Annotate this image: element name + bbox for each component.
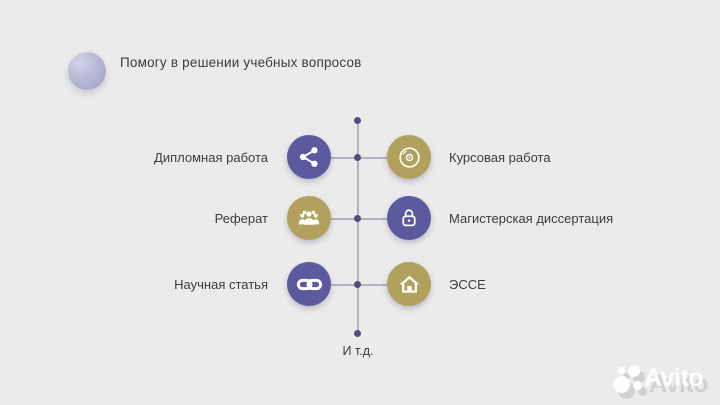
share-icon	[296, 144, 322, 170]
timeline-dot	[354, 117, 361, 124]
service-node-article	[287, 262, 331, 306]
service-label-master-thesis: Магистерская диссертация	[449, 211, 614, 226]
etc-label: И т.д.	[342, 344, 374, 358]
avito-logo-dot	[628, 365, 640, 377]
service-node-master-thesis	[387, 196, 431, 240]
lock-icon	[396, 205, 422, 231]
service-label-esse: ЭССЕ	[449, 277, 486, 292]
disc-icon	[396, 144, 423, 171]
service-label-article: Научная статья	[174, 277, 268, 292]
timeline-dot	[354, 330, 361, 337]
avito-watermark: Avito	[612, 364, 716, 402]
service-node-diploma	[287, 135, 331, 179]
avito-logo-dot	[613, 376, 630, 393]
timeline-dot	[354, 154, 361, 161]
timeline-dot	[354, 215, 361, 222]
service-label-diploma: Дипломная работа	[154, 150, 268, 165]
avito-logo-text: Avito	[644, 364, 704, 392]
avito-logo-dot	[618, 367, 625, 374]
service-label-essay-ref: Реферат	[214, 211, 268, 226]
timeline-vertical-line	[357, 121, 359, 333]
title-bullet-circle	[68, 52, 106, 90]
slide-title: Помогу в решении учебных вопросов	[120, 55, 362, 70]
service-node-coursework	[387, 135, 431, 179]
people-icon	[295, 204, 323, 232]
avito-logo-dot	[633, 381, 642, 390]
timeline-dot	[354, 281, 361, 288]
home-icon	[396, 271, 423, 298]
service-label-coursework: Курсовая работа	[449, 150, 551, 165]
service-node-referat	[287, 196, 331, 240]
service-node-esse	[387, 262, 431, 306]
link-icon	[295, 270, 324, 299]
